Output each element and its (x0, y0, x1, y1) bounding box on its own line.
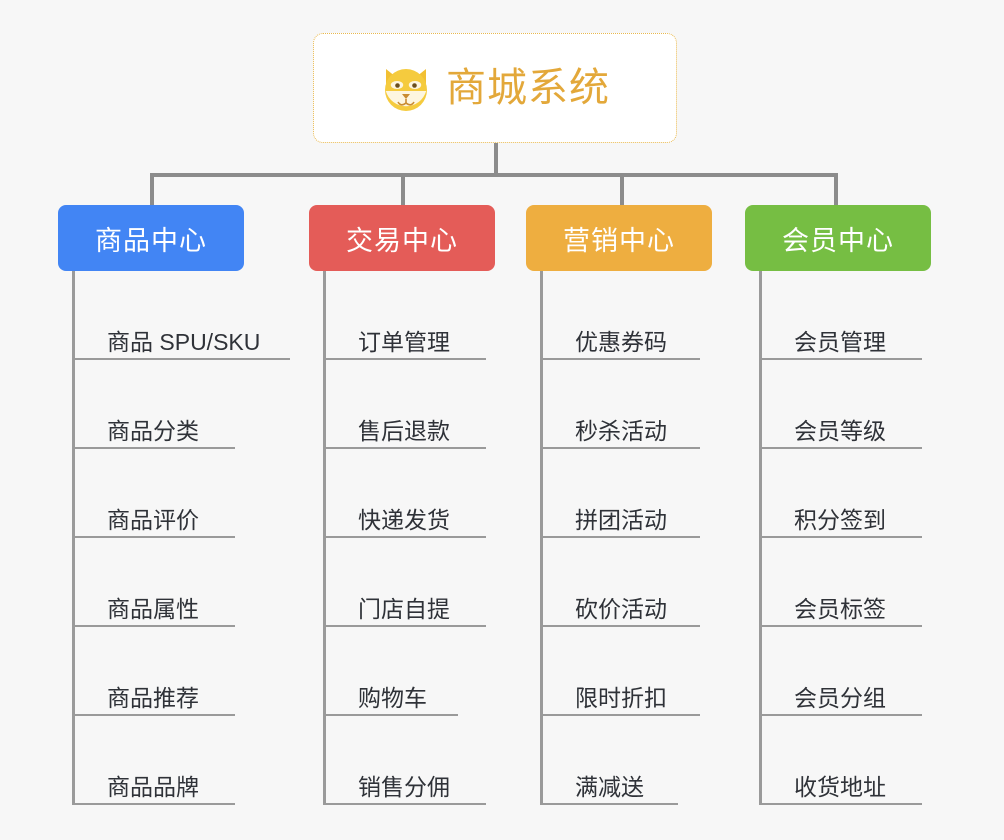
leaf-rule (75, 714, 235, 716)
leaf-label: 商品推荐 (107, 685, 199, 711)
leaf-rule (326, 625, 486, 627)
leaf-item[interactable]: 订单管理 (326, 271, 545, 360)
leaf-label: 会员等级 (794, 418, 886, 444)
leaf-item[interactable]: 优惠券码 (543, 271, 762, 360)
leaf-rule (762, 625, 922, 627)
root-node[interactable]: 商城系统 (313, 33, 677, 143)
leaf-rule (75, 358, 290, 360)
leaf-label: 限时折扣 (575, 685, 667, 711)
leaf-label: 商品评价 (107, 507, 199, 533)
leaf-rule (75, 447, 235, 449)
category-column-4: 会员中心 会员管理 会员等级 积分签到 会员标签 会员分组 (745, 205, 981, 805)
category-column-1: 商品中心 商品 SPU/SKU 商品分类 商品评价 商品属性 商品推荐 (58, 205, 294, 805)
leaf-label: 商品品牌 (107, 774, 199, 800)
leaf-item[interactable]: 商品品牌 (75, 716, 294, 805)
leaf-item[interactable]: 快递发货 (326, 449, 545, 538)
leaf-label: 会员分组 (794, 685, 886, 711)
leaf-item[interactable]: 会员等级 (762, 360, 981, 449)
leaf-rule (75, 536, 235, 538)
leaf-label: 秒杀活动 (575, 418, 667, 444)
category-header-2[interactable]: 交易中心 (309, 205, 495, 271)
leaf-rule (762, 447, 922, 449)
leaf-item[interactable]: 商品推荐 (75, 627, 294, 716)
connector-drop-4 (834, 173, 838, 209)
leaf-label: 会员标签 (794, 596, 886, 622)
connector-drop-3 (620, 173, 624, 209)
leaf-rule (543, 447, 700, 449)
connector-bus (150, 173, 838, 177)
shiba-dog-face-icon (380, 63, 432, 113)
leaf-label: 拼团活动 (575, 507, 667, 533)
leaf-item[interactable]: 门店自提 (326, 538, 545, 627)
leaf-label: 商品 SPU/SKU (107, 329, 261, 355)
leaf-rule (543, 536, 700, 538)
leaf-item[interactable]: 售后退款 (326, 360, 545, 449)
leaf-item[interactable]: 收货地址 (762, 716, 981, 805)
leaf-label: 优惠券码 (575, 329, 667, 355)
leaf-label: 积分签到 (794, 507, 886, 533)
leaf-item[interactable]: 会员管理 (762, 271, 981, 360)
leaf-item[interactable]: 购物车 (326, 627, 545, 716)
leaf-rule (326, 714, 458, 716)
category-header-label-2: 交易中心 (346, 225, 458, 256)
category-header-label-1: 商品中心 (95, 225, 207, 256)
leaf-item[interactable]: 商品分类 (75, 360, 294, 449)
leaf-item[interactable]: 会员分组 (762, 627, 981, 716)
connector-drop-2 (401, 173, 405, 209)
leaf-item[interactable]: 会员标签 (762, 538, 981, 627)
leaf-rule (326, 447, 486, 449)
root-title: 商城系统 (446, 66, 610, 110)
leaf-item[interactable]: 商品 SPU/SKU (75, 271, 294, 360)
leaf-label: 售后退款 (358, 418, 450, 444)
leaf-item[interactable]: 销售分佣 (326, 716, 545, 805)
leaf-item[interactable]: 商品评价 (75, 449, 294, 538)
leaf-label: 快递发货 (358, 507, 450, 533)
leaf-rule (762, 358, 922, 360)
leaf-label: 满减送 (575, 774, 644, 800)
leaf-label: 门店自提 (358, 596, 450, 622)
leaf-item[interactable]: 积分签到 (762, 449, 981, 538)
category-header-3[interactable]: 营销中心 (526, 205, 712, 271)
leaf-rule (543, 358, 700, 360)
leaf-label: 商品分类 (107, 418, 199, 444)
leaf-item[interactable]: 秒杀活动 (543, 360, 762, 449)
leaf-label: 购物车 (358, 685, 427, 711)
leaf-rule (326, 803, 486, 805)
category-branch-4: 会员管理 会员等级 积分签到 会员标签 会员分组 收货地址 (759, 271, 981, 805)
category-header-4[interactable]: 会员中心 (745, 205, 931, 271)
leaf-label: 商品属性 (107, 596, 199, 622)
category-branch-1: 商品 SPU/SKU 商品分类 商品评价 商品属性 商品推荐 商品品牌 (72, 271, 294, 805)
leaf-rule (762, 536, 922, 538)
category-header-label-4: 会员中心 (782, 225, 894, 256)
connector-drop-1 (150, 173, 154, 209)
category-branch-3: 优惠券码 秒杀活动 拼团活动 砍价活动 限时折扣 满减送 (540, 271, 762, 805)
leaf-rule (543, 803, 678, 805)
connector-stem (494, 143, 498, 175)
leaf-label: 会员管理 (794, 329, 886, 355)
leaf-rule (762, 714, 922, 716)
leaf-item[interactable]: 砍价活动 (543, 538, 762, 627)
category-column-3: 营销中心 优惠券码 秒杀活动 拼团活动 砍价活动 限时折扣 (526, 205, 762, 805)
category-header-1[interactable]: 商品中心 (58, 205, 244, 271)
leaf-rule (762, 803, 922, 805)
category-column-2: 交易中心 订单管理 售后退款 快递发货 门店自提 购物车 (309, 205, 545, 805)
leaf-item[interactable]: 商品属性 (75, 538, 294, 627)
leaf-label: 销售分佣 (358, 774, 450, 800)
leaf-item[interactable]: 满减送 (543, 716, 762, 805)
leaf-rule (75, 625, 235, 627)
leaf-item[interactable]: 限时折扣 (543, 627, 762, 716)
leaf-item[interactable]: 拼团活动 (543, 449, 762, 538)
leaf-label: 订单管理 (358, 329, 450, 355)
leaf-label: 收货地址 (794, 774, 886, 800)
leaf-rule (543, 714, 700, 716)
category-branch-2: 订单管理 售后退款 快递发货 门店自提 购物车 销售分佣 (323, 271, 545, 805)
category-header-label-3: 营销中心 (563, 225, 675, 256)
leaf-rule (543, 625, 700, 627)
leaf-rule (75, 803, 235, 805)
leaf-rule (326, 358, 486, 360)
leaf-rule (326, 536, 486, 538)
leaf-label: 砍价活动 (575, 596, 667, 622)
